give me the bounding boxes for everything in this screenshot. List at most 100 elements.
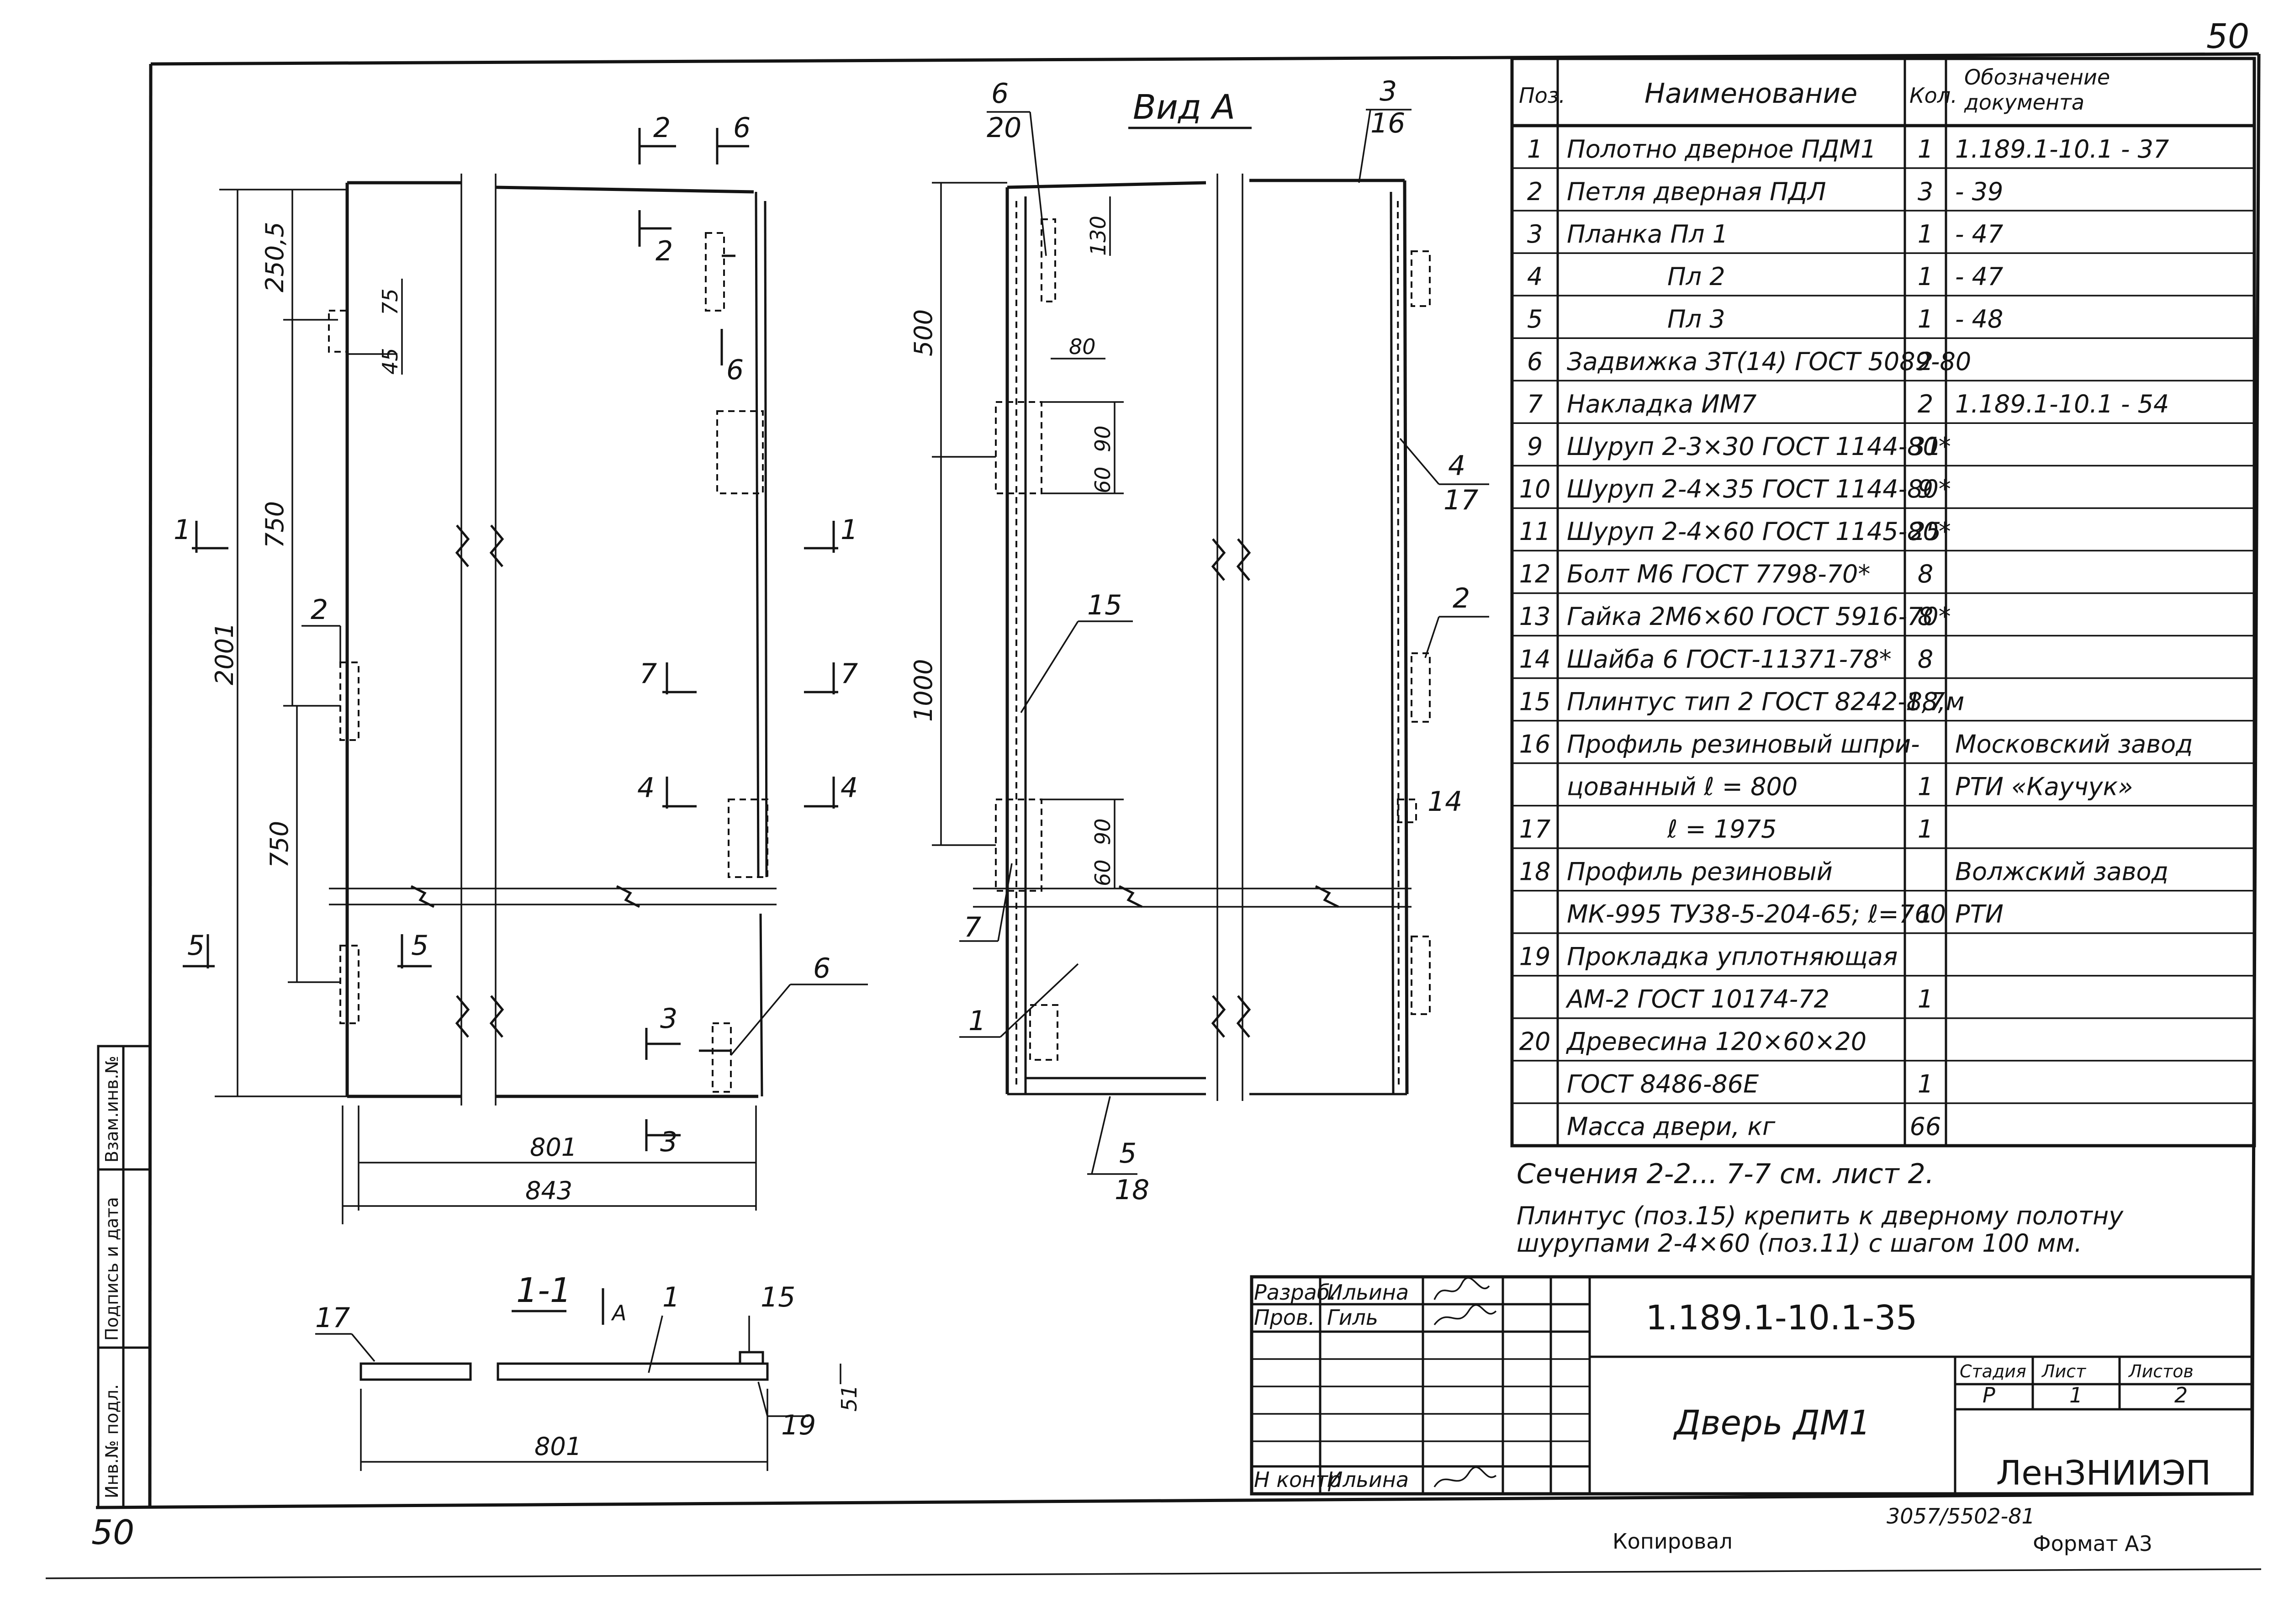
spec-cell-pos: 5 xyxy=(1527,305,1543,333)
section-leader-15: 15 xyxy=(761,1281,795,1313)
spec-cell-pos: 2 xyxy=(1527,177,1543,206)
spec-cell-qty: 1 xyxy=(1918,815,1933,843)
spec-cell-pos: 10 xyxy=(1519,475,1551,503)
marker-3-b: 3 xyxy=(660,1126,677,1158)
spec-cell-qty: 1 xyxy=(1918,262,1933,291)
section-leader-1: 1 xyxy=(662,1281,680,1313)
spec-cell-pos: 20 xyxy=(1519,1027,1551,1056)
spec-cell-doc: - 48 xyxy=(1955,305,2003,333)
leader-15: 15 xyxy=(1087,589,1122,621)
tb-role-1: Пров. xyxy=(1254,1305,1315,1330)
dim-75: 75 xyxy=(378,288,402,315)
tb-stage-label: Стадия xyxy=(1960,1361,2026,1381)
leader-1: 1 xyxy=(968,1005,986,1037)
section-1-1: 1-1 А 17 1 15 19 51 801 xyxy=(315,1271,862,1471)
page-number: 50 xyxy=(2206,17,2249,56)
leader-17: 17 xyxy=(1443,484,1478,516)
leader-7: 7 xyxy=(964,911,981,943)
spec-cell-doc: - 39 xyxy=(1955,177,2003,206)
spec-cell-qty: 66 xyxy=(1910,1112,1941,1141)
dim-2001: 2001 xyxy=(210,623,239,685)
spec-cell-pos: 12 xyxy=(1519,560,1551,588)
format-label: Формат А3 xyxy=(2033,1531,2152,1556)
leader-16: 16 xyxy=(1370,107,1405,139)
section-dim-801: 801 xyxy=(534,1432,582,1461)
spec-cell-pos: 4 xyxy=(1527,262,1543,291)
spec-cell-name: Масса двери, кг xyxy=(1567,1112,1776,1141)
dim-90-a: 90 xyxy=(1090,425,1115,452)
tb-org: ЛенЗНИИЭП xyxy=(1996,1454,2211,1493)
stamp-inv: Инв.№ подл. xyxy=(102,1384,122,1498)
spec-cell-name: Плинтус тип 2 ГОСТ 8242-88,м xyxy=(1567,687,1964,716)
leader-20: 20 xyxy=(987,112,1021,144)
spec-cell-name: ГОСТ 8486-86Е xyxy=(1567,1070,1759,1099)
spec-cell-name: Накладка ИМ7 xyxy=(1567,390,1756,418)
spec-cell-qty: 1 xyxy=(1918,220,1933,249)
spec-cell-qty: 1 xyxy=(1918,1070,1933,1099)
note-sections: Сечения 2-2... 7-7 см. лист 2. xyxy=(1517,1158,1934,1190)
marker-1-right: 1 xyxy=(841,514,858,546)
spec-cell-name: Прокладка уплотняющая xyxy=(1567,942,1898,971)
view-a: Вид А xyxy=(909,75,1489,1206)
spec-cell-doc: - 47 xyxy=(1955,220,2003,249)
leader-18: 18 xyxy=(1115,1174,1149,1206)
section-title: 1-1 xyxy=(516,1271,571,1310)
stamp-replace: Взам.инв.№ xyxy=(102,1056,122,1163)
spec-cell-name: Профиль резиновый шпри- xyxy=(1567,730,1920,758)
spec-cell-doc: Московский завод xyxy=(1955,730,2193,758)
copied-by: Копировал xyxy=(1613,1529,1733,1554)
tb-code: 1.189.1-10.1-35 xyxy=(1646,1298,1918,1338)
spec-cell-qty: 31 xyxy=(1910,432,1941,461)
spec-cell-qty: 25 xyxy=(1910,517,1941,546)
view-a-title: Вид А xyxy=(1133,88,1235,127)
tb-role-0: Разраб. xyxy=(1254,1280,1337,1305)
spec-cell-name: ℓ = 1975 xyxy=(1667,815,1776,843)
spec-cell-doc: РТИ xyxy=(1955,900,2004,929)
dim-60-b: 60 xyxy=(1090,859,1115,886)
marker-7-right: 7 xyxy=(841,658,858,690)
leader-3: 3 xyxy=(1380,75,1397,107)
marker-6-top: 6 xyxy=(733,112,751,144)
marker-5-right: 5 xyxy=(411,930,428,962)
marker-6-in: 6 xyxy=(726,354,744,386)
marker-3-a: 3 xyxy=(660,1003,677,1035)
leader-5: 5 xyxy=(1119,1137,1137,1169)
tb-sheet-label: Лист xyxy=(2041,1361,2087,1381)
spec-cell-qty: 8 xyxy=(1918,602,1933,631)
spec-cell-doc: 1.189.1-10.1 - 54 xyxy=(1955,390,2169,418)
tb-name-0: Ильина xyxy=(1327,1280,1409,1305)
spec-cell-name: Болт М6 ГОСТ 7798-70* xyxy=(1567,560,1870,588)
tb-stage: Р xyxy=(1983,1383,1995,1407)
tb-role-2: Н контр xyxy=(1254,1467,1341,1492)
spec-cell-pos: 15 xyxy=(1519,687,1551,716)
spec-cell-pos: 16 xyxy=(1519,730,1551,758)
signature-2 xyxy=(1433,1304,1497,1326)
spec-cell-pos: 1 xyxy=(1527,135,1543,164)
spec-cell-name: Задвижка ЗТ(14) ГОСТ 5089-80 xyxy=(1567,347,1971,376)
spec-cell-name: Полотно дверное ПДМ1 xyxy=(1567,135,1876,164)
leader-6: 6 xyxy=(991,78,1009,110)
leader-6-latch: 6 xyxy=(813,952,830,984)
spec-cell-pos: 3 xyxy=(1527,220,1543,249)
section-arrow-a: А xyxy=(611,1301,626,1325)
spec-header-pos: Поз. xyxy=(1519,83,1565,108)
spec-cell-name: Шуруп 2-3×30 ГОСТ 1144-80* xyxy=(1567,432,1951,461)
marker-5-left: 5 xyxy=(187,930,205,962)
tb-name-1: Гиль xyxy=(1327,1305,1378,1330)
note-plinth-1: Плинтус (поз.15) крепить к дверному поло… xyxy=(1517,1201,2124,1230)
spec-cell-pos: 18 xyxy=(1519,857,1551,886)
spec-cell-qty: 2 xyxy=(1918,390,1933,418)
tb-sheet: 1 xyxy=(2069,1383,2083,1407)
spec-cell-pos: 17 xyxy=(1519,815,1551,843)
dim-130: 130 xyxy=(1086,216,1110,256)
front-view: 2001 250,5 750 75 45 750 801 843 2 6 2 6… xyxy=(174,112,868,1224)
spec-cell-pos: 14 xyxy=(1519,645,1551,673)
page-number-bottom: 50 xyxy=(91,1513,134,1552)
spec-cell-name: Шуруп 2-4×60 ГОСТ 1145-80* xyxy=(1567,517,1951,546)
marker-7-left: 7 xyxy=(640,658,657,690)
leader-2-hinge: 2 xyxy=(311,594,328,626)
spec-header-qty: Кол. xyxy=(1909,83,1957,108)
